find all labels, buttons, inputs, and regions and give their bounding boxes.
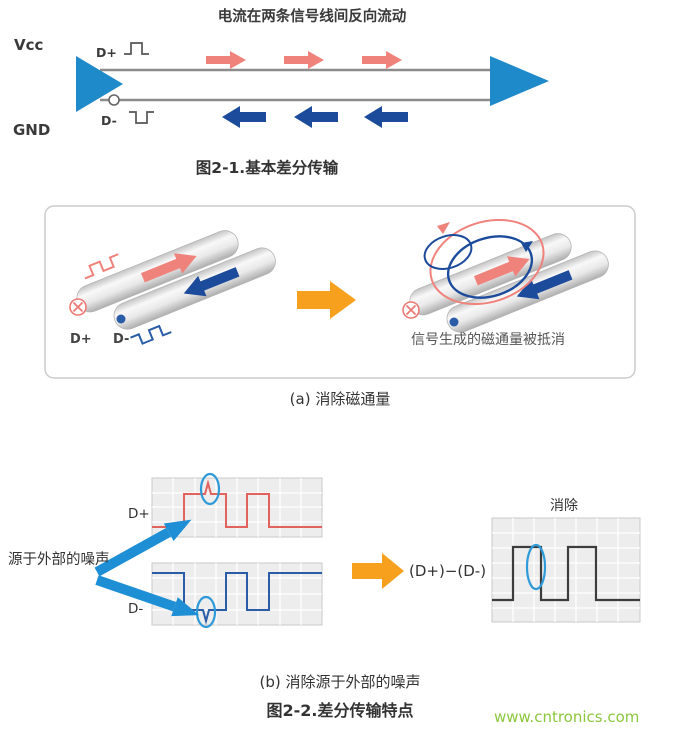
current-arrows-right-icon [206, 51, 402, 69]
pink-signal-squiggle-icon [84, 253, 119, 280]
fig1-differential-link [76, 42, 549, 128]
vcc-label: Vcc [14, 36, 44, 54]
fig1-dplus-label: D+ [96, 45, 117, 60]
chart-result-grid-bg [491, 517, 641, 623]
noise-highlight-dminus [195, 595, 217, 629]
flux-loop-pink [429, 218, 545, 306]
watermark: www.cntronics.com [494, 708, 640, 726]
x-mark-icon [405, 304, 417, 316]
difference-formula: (D+)−(D-) [409, 562, 487, 580]
chart-dplus-gridlines [152, 478, 322, 537]
fig2b-dplus-label: D+ [128, 506, 150, 522]
current-out-of-page-icon [116, 314, 126, 324]
current-arrows-left-icon [222, 106, 408, 128]
flux-loop-blue-small [423, 234, 473, 270]
fig2a-flux-cancellation [44, 205, 636, 379]
dplus-pulse-icon [124, 42, 149, 55]
orange-transition-arrow-icon [297, 281, 356, 319]
fig2b-caption: (b) 消除源于外部的噪声 [259, 673, 421, 691]
flux-loop-blue [446, 235, 534, 299]
blue-current-arrow-icon [516, 270, 573, 300]
chart-dminus [151, 562, 323, 629]
fig2b-noise-cancellation [94, 472, 641, 629]
waveform-dplus [152, 479, 322, 528]
pink-current-arrow-icon [140, 253, 197, 283]
dminus-pulse-icon [129, 111, 154, 124]
fig2-caption: 图2-2.差分传输特点 [266, 701, 414, 720]
noise-source-label: 源于外部的噪声 [8, 552, 110, 568]
blue-signal-squiggle-icon [130, 324, 172, 345]
flux-arrowhead-blue-icon [521, 241, 533, 252]
fig2a-dminus-label: D- [113, 332, 130, 347]
fig1-dminus-label: D- [101, 113, 117, 128]
fig1-caption: 图2-1.基本差分传输 [195, 159, 339, 177]
pink-current-arrow-icon [473, 256, 530, 286]
chart-dminus-gridlines [152, 563, 322, 625]
receiver-triangle-right [490, 56, 549, 106]
cancel-label: 消除 [550, 498, 578, 514]
fig2b-dminus-label: D- [128, 601, 144, 617]
cable-pair-left [76, 230, 276, 345]
cancelled-noise-highlight [525, 543, 547, 591]
driver-triangle-left [76, 56, 123, 112]
blue-current-arrow-icon [183, 267, 240, 297]
gnd-label: GND [13, 121, 51, 139]
fig2a-dplus-label: D+ [70, 332, 92, 347]
chart-result [491, 517, 641, 623]
flux-cancel-note: 信号生成的磁通量被抵消 [411, 332, 565, 348]
fig2a-caption: (a) 消除磁通量 [289, 390, 391, 408]
current-out-of-page-icon [449, 317, 459, 327]
inversion-bubble [108, 94, 120, 106]
flux-arrowhead-pink-icon [437, 222, 450, 234]
orange-result-arrow-icon [352, 553, 404, 589]
noise-arrows-icon [94, 519, 200, 617]
fig1-title: 电流在两条信号线间反向流动 [217, 9, 407, 25]
x-mark-icon [72, 301, 84, 313]
waveform-result [492, 545, 640, 602]
noise-highlight-dplus [199, 472, 221, 506]
